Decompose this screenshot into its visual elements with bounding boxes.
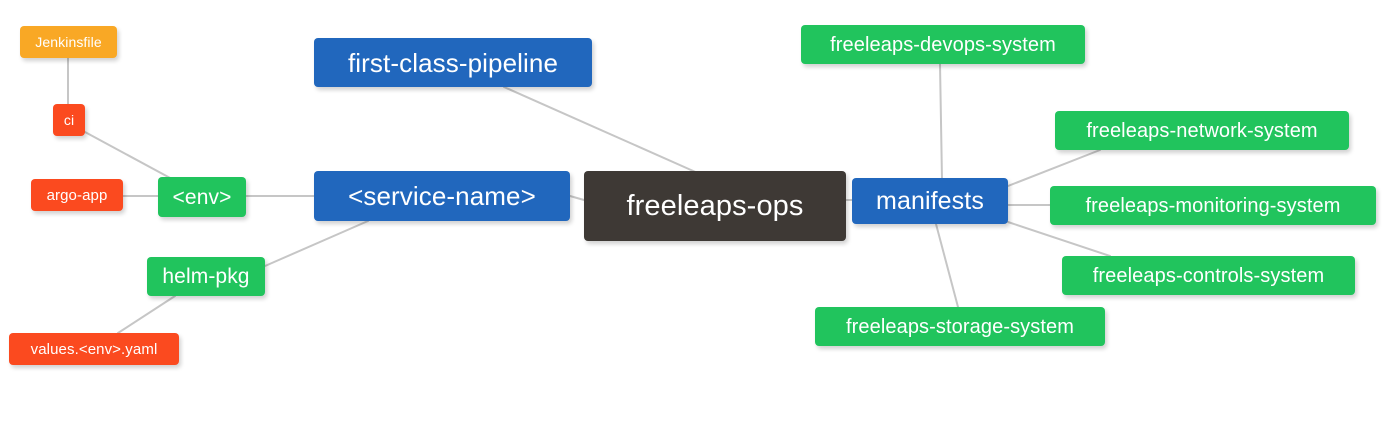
node-label-monitoring: freeleaps-monitoring-system	[1085, 194, 1341, 217]
node-label-ci: ci	[63, 112, 75, 128]
edge-manifests-to-controls	[1007, 221, 1111, 257]
edge-manifests-to-devops	[939, 63, 943, 181]
node-network[interactable]: freeleaps-network-system	[1055, 111, 1349, 150]
node-label-devops: freeleaps-devops-system	[830, 33, 1056, 56]
node-monitoring[interactable]: freeleaps-monitoring-system	[1050, 186, 1376, 225]
edge-manifests-to-network	[1007, 149, 1101, 187]
node-service[interactable]: <service-name>	[314, 171, 570, 221]
edge-helm-to-values	[117, 295, 176, 334]
node-label-jenkinsfile: Jenkinsfile	[35, 34, 102, 50]
edge-service-to-helm	[264, 220, 369, 267]
node-label-values: values.<env>.yaml	[30, 340, 158, 358]
edge-manifests-to-storage	[935, 223, 959, 308]
node-label-storage: freeleaps-storage-system	[845, 315, 1075, 338]
node-label-service: <service-name>	[348, 181, 536, 211]
node-pipeline[interactable]: first-class-pipeline	[314, 38, 592, 87]
node-helm[interactable]: helm-pkg	[147, 257, 265, 296]
node-argo[interactable]: argo-app	[31, 179, 123, 211]
node-label-env: <env>	[172, 185, 232, 209]
node-values[interactable]: values.<env>.yaml	[9, 333, 179, 365]
node-label-pipeline: first-class-pipeline	[347, 47, 559, 78]
node-root[interactable]: freeleaps-ops	[584, 171, 846, 241]
edge-root-to-service	[569, 195, 585, 201]
node-controls[interactable]: freeleaps-controls-system	[1062, 256, 1355, 295]
node-jenkinsfile[interactable]: Jenkinsfile	[20, 26, 117, 58]
node-label-controls: freeleaps-controls-system	[1092, 264, 1325, 287]
node-label-argo: argo-app	[46, 186, 108, 204]
node-env[interactable]: <env>	[158, 177, 246, 217]
node-manifests[interactable]: manifests	[852, 178, 1008, 224]
node-label-manifests: manifests	[876, 186, 984, 215]
edge-env-to-ci	[84, 131, 173, 180]
node-label-helm: helm-pkg	[162, 265, 250, 288]
node-storage[interactable]: freeleaps-storage-system	[815, 307, 1105, 346]
node-devops[interactable]: freeleaps-devops-system	[801, 25, 1085, 64]
edge-root-to-pipeline	[503, 86, 701, 175]
node-label-network: freeleaps-network-system	[1086, 119, 1318, 142]
node-ci[interactable]: ci	[53, 104, 85, 136]
node-label-root: freeleaps-ops	[626, 189, 804, 222]
